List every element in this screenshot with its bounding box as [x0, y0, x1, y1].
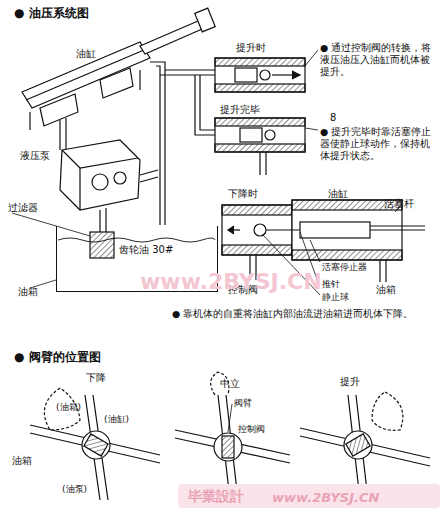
- watermark: 毕業設計: [188, 488, 244, 506]
- valve-arm-lift: [300, 392, 430, 500]
- watermark: www.2BYSJ.CN: [140, 268, 322, 296]
- state-label: 提升时: [236, 42, 266, 55]
- port-label: (油箱): [56, 402, 81, 413]
- part-name: 活塞停止器: [322, 262, 367, 273]
- part-name: 过滤器: [8, 202, 38, 215]
- part-name: 推针: [322, 279, 340, 290]
- cylinder-body: [22, 42, 150, 108]
- valve-arm-neutral: [175, 372, 290, 500]
- port-label: (油缸): [104, 414, 129, 425]
- port-label: 油箱: [12, 455, 32, 468]
- position-label: 下降: [86, 372, 106, 385]
- part-name: 静止球: [322, 292, 349, 303]
- tank-content-label: 齿轮油 30#: [119, 244, 173, 257]
- note: ● 靠机体的自重将油缸内部油流进油箱进而机体下降。: [172, 308, 434, 320]
- part-name: 液压泵: [20, 150, 50, 163]
- part-name: 油箱: [18, 286, 38, 299]
- note: ● 提升完毕时靠活塞停止器使静止球动作，保持机体提升状态。: [320, 126, 438, 162]
- watermark: www.2BYSJ.CN: [272, 490, 379, 506]
- watermark-band: [178, 484, 440, 508]
- callout-number: 8: [330, 112, 336, 125]
- valve-arm-lower: [30, 388, 160, 500]
- note: ● 通过控制阀的转换，将液压油压入油缸而机体被提升。: [320, 42, 438, 78]
- section-heading: ● 阀臂的位置图: [14, 350, 101, 365]
- position-label: 提升: [340, 376, 360, 389]
- part-name: 油箱: [376, 284, 396, 297]
- position-label: 中立: [220, 378, 240, 391]
- section-heading: ● 油压系统图: [14, 6, 89, 21]
- part-name: 油缸: [328, 188, 348, 201]
- state-label: 下降时: [228, 188, 258, 201]
- state-label: 提升完毕: [220, 104, 260, 117]
- port-label: (油泵): [62, 484, 87, 495]
- part-name: 阀臂: [234, 398, 252, 409]
- part-name: 控制阀: [238, 424, 265, 435]
- part-name: 活塞杆: [384, 198, 414, 211]
- part-name: 油缸: [76, 48, 96, 61]
- pump: [60, 140, 140, 210]
